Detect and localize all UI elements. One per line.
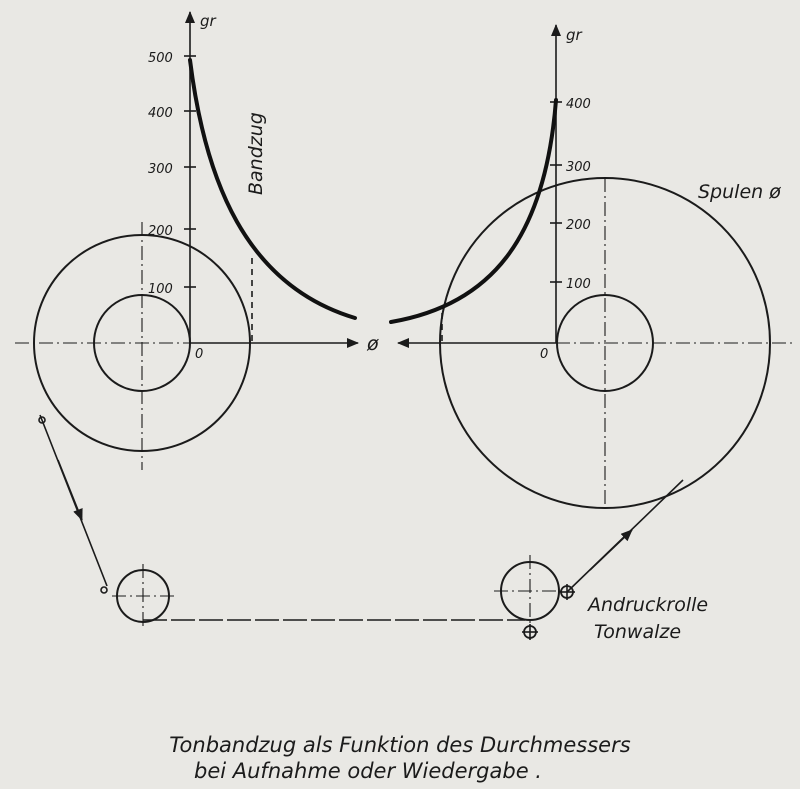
right-reel-hub-circle <box>556 294 654 392</box>
left-tick-label: 0 <box>195 347 203 362</box>
right-axis-unit: gr <box>566 26 583 44</box>
left-tick-label: 300 <box>148 162 173 177</box>
right-tick-label: 100 <box>566 277 591 292</box>
left-reel <box>33 222 251 470</box>
right-reel <box>439 177 771 509</box>
diameter-symbol: ø <box>366 333 379 355</box>
right-tension-curve <box>389 98 558 324</box>
right-tick-label: 200 <box>566 218 591 233</box>
pinch-roller <box>494 555 566 627</box>
left-tension-curve <box>188 58 357 320</box>
tape-guide-marker <box>100 586 108 594</box>
left-axis-unit: gr <box>200 12 217 30</box>
bandzug-label: Bandzug <box>245 112 267 195</box>
right-tick-label: 0 <box>540 347 548 362</box>
tape-right-direction-arrow <box>589 529 633 571</box>
right-tick-label: 400 <box>566 97 591 112</box>
caption-line-1: Tonbandzug als Funktion des Durchmessers <box>169 733 630 757</box>
left-tension-axis: gr 500 400 300 200 100 0 <box>148 11 217 362</box>
left-tick-label: 100 <box>148 282 173 297</box>
left-tick-label: 400 <box>148 106 173 121</box>
tape-left-marker <box>38 416 46 424</box>
left-tick-label: 200 <box>148 224 173 239</box>
guide-roller <box>112 564 174 628</box>
caption-line-2: bei Aufnahme oder Wiedergabe . <box>194 759 542 783</box>
tape-path <box>38 414 684 621</box>
right-tick-label: 300 <box>566 160 591 175</box>
andruckrolle-label: Andruckrolle <box>586 594 708 616</box>
capstan-marker <box>522 584 575 640</box>
tonwalze-label: Tonwalze <box>594 621 681 643</box>
right-tension-axis: gr 400 300 200 100 0 <box>540 24 591 362</box>
spulen-label: Spulen ø <box>698 181 781 203</box>
tape-left-direction-arrow <box>57 459 83 521</box>
left-tick-label: 500 <box>148 51 173 66</box>
